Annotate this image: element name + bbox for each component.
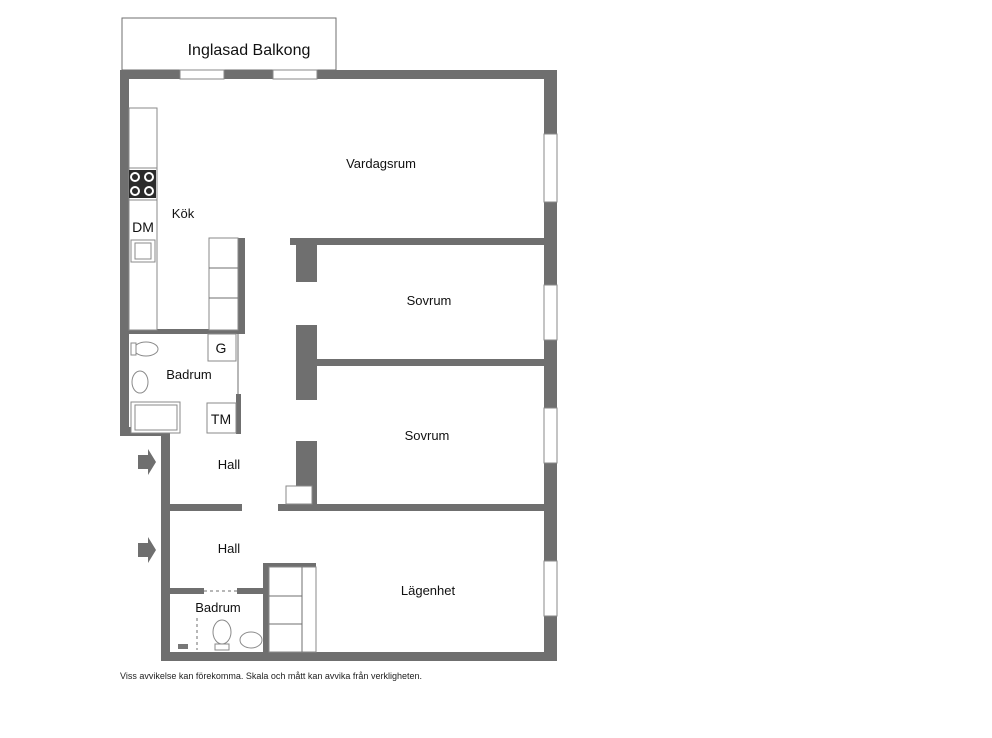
- bathroom-1-label: Badrum: [166, 367, 212, 382]
- hall-1-label: Hall: [218, 457, 241, 472]
- thin-lines: [196, 334, 239, 650]
- bathroom-2-fixtures: [178, 619, 263, 651]
- windows: [179, 69, 558, 617]
- living-room-label: Vardagsrum: [346, 156, 416, 171]
- wardrobe: [268, 566, 317, 653]
- tm-label: TM: [211, 411, 231, 427]
- bathroom-1-fixtures: [130, 333, 237, 434]
- balcony-label: Inglasad Balkong: [188, 42, 311, 59]
- bedroom-1-label: Sovrum: [407, 293, 452, 308]
- hall-2-label: Hall: [218, 541, 241, 556]
- entrance-arrow-icon-2: [138, 537, 156, 563]
- bedroom-2-label: Sovrum: [405, 428, 450, 443]
- kitchen-fixtures: [128, 107, 239, 331]
- entrance-arrow-icon: [138, 449, 156, 475]
- apartment-label: Lägenhet: [401, 583, 456, 598]
- kitchen-label: Kök: [172, 206, 195, 221]
- interior-walls: [129, 238, 544, 653]
- disclaimer-text: Viss avvikelse kan förekomma. Skala och …: [120, 671, 422, 681]
- hall-cabinet: [285, 485, 313, 505]
- g-label: G: [216, 340, 227, 356]
- dishwasher-label: DM: [132, 219, 154, 235]
- balcony-outline: [121, 17, 337, 71]
- bathroom-2-label: Badrum: [195, 600, 241, 615]
